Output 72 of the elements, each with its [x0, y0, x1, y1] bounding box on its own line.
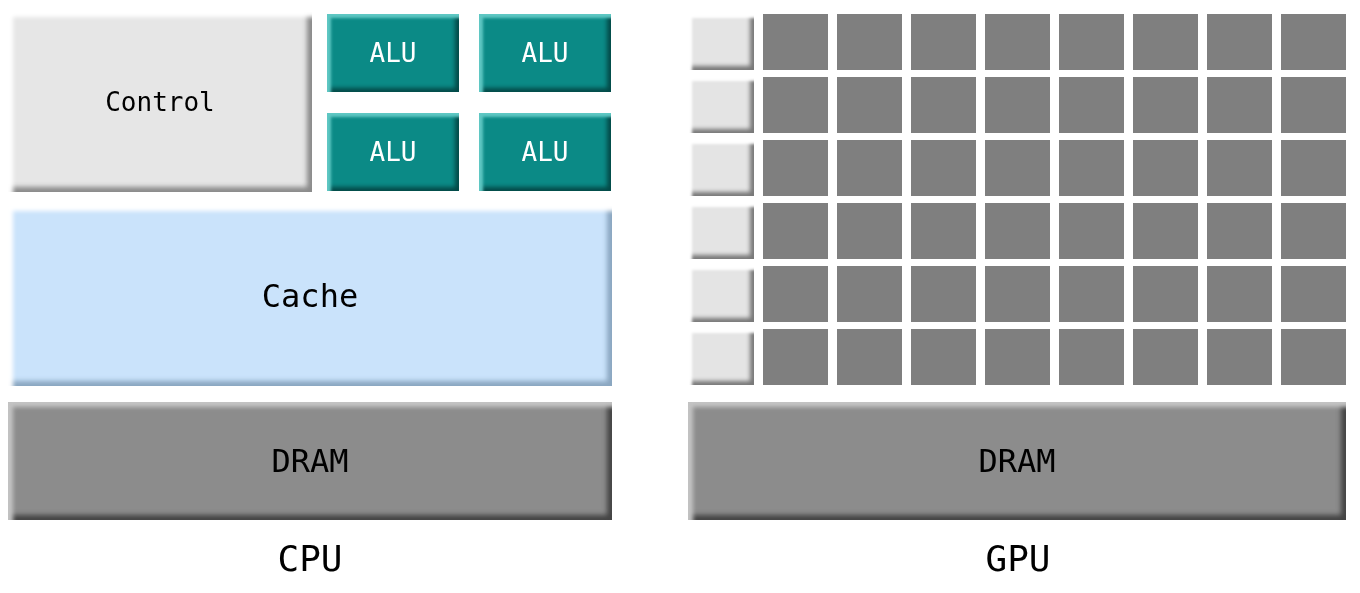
core-block [1059, 266, 1124, 322]
core-block [763, 203, 828, 259]
core-block [1281, 203, 1346, 259]
core-block [1281, 77, 1346, 133]
control-block [688, 203, 754, 259]
control-block [688, 266, 754, 322]
core-block [837, 140, 902, 196]
core-block [1281, 14, 1346, 70]
control-block [8, 12, 312, 192]
core-block [763, 329, 828, 385]
dram-block [688, 402, 1346, 520]
core-block [911, 266, 976, 322]
core-block [837, 77, 902, 133]
core-block [837, 14, 902, 70]
control-block [688, 14, 754, 70]
core-block [911, 77, 976, 133]
core-block [763, 140, 828, 196]
core-block [1281, 140, 1346, 196]
block-label: ALU [521, 137, 569, 167]
control-block [688, 77, 754, 133]
dram-block [8, 402, 612, 520]
core-block [1059, 77, 1124, 133]
block-label: Cache [261, 277, 359, 315]
control-block [688, 329, 754, 385]
core-block [1207, 266, 1272, 322]
block-label: ALU [369, 137, 417, 167]
panel-caption: GPU [985, 538, 1051, 579]
core-block [1133, 140, 1198, 196]
core-block [911, 140, 976, 196]
alu-block [479, 113, 611, 191]
core-block [1133, 266, 1198, 322]
core-block [985, 77, 1050, 133]
panel-caption: CPU [277, 538, 343, 579]
core-block [985, 140, 1050, 196]
cache-block [8, 206, 612, 386]
core-block [1133, 14, 1198, 70]
core-block [911, 329, 976, 385]
core-block [1281, 329, 1346, 385]
block-label: ALU [369, 38, 417, 68]
block-label: DRAM [271, 442, 349, 480]
block-label: ALU [521, 38, 569, 68]
core-block [1059, 203, 1124, 259]
core-block [1207, 77, 1272, 133]
core-block [763, 77, 828, 133]
core-block [911, 14, 976, 70]
block-label: DRAM [978, 442, 1056, 480]
core-block [1133, 203, 1198, 259]
core-block [985, 203, 1050, 259]
alu-block [327, 113, 459, 191]
core-block [1207, 140, 1272, 196]
core-block [763, 14, 828, 70]
core-block [837, 203, 902, 259]
core-block [985, 266, 1050, 322]
core-block [985, 329, 1050, 385]
core-block [985, 14, 1050, 70]
core-block [911, 203, 976, 259]
alu-block [479, 14, 611, 92]
core-block [1059, 14, 1124, 70]
core-block [1207, 329, 1272, 385]
core-block [1133, 77, 1198, 133]
core-block [1133, 329, 1198, 385]
core-block [1281, 266, 1346, 322]
core-block [837, 329, 902, 385]
core-block [1059, 140, 1124, 196]
core-block [1207, 203, 1272, 259]
block-label: Control [105, 87, 215, 117]
control-block [688, 140, 754, 196]
alu-block [327, 14, 459, 92]
core-block [763, 266, 828, 322]
core-block [1059, 329, 1124, 385]
core-block [837, 266, 902, 322]
core-block [1207, 14, 1272, 70]
